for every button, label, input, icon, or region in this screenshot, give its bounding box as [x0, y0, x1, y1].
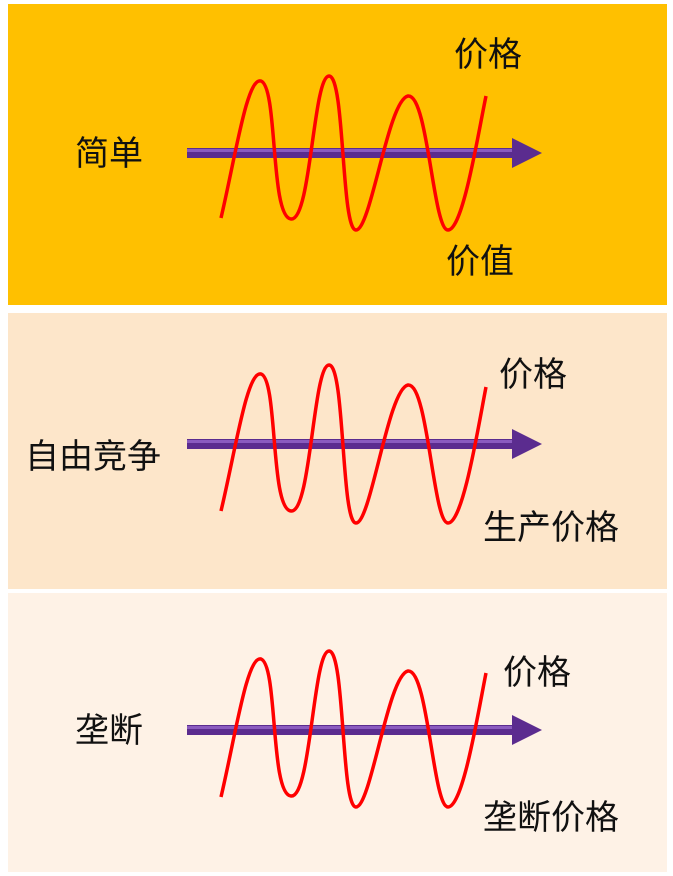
- bottom-label: 垄断价格: [483, 798, 619, 838]
- price-wave: [219, 74, 488, 232]
- price-wave: [219, 363, 488, 525]
- price-wave-diagram: [187, 363, 542, 525]
- price-wave: [219, 649, 488, 809]
- bottom-label: 价值: [446, 242, 514, 282]
- top-label: 价格: [503, 653, 571, 693]
- top-label: 价格: [454, 35, 522, 75]
- left-label: 自由竞争: [25, 437, 161, 477]
- axis-arrow: [187, 138, 542, 168]
- left-label: 简单: [75, 134, 143, 174]
- panel-free-competition: 自由竞争 价格 生产价格: [8, 313, 667, 589]
- price-wave-diagram: [187, 74, 542, 232]
- bottom-label: 生产价格: [483, 508, 619, 548]
- top-label: 价格: [499, 355, 567, 395]
- price-wave-diagram: [187, 649, 542, 809]
- axis-arrow: [187, 715, 542, 745]
- panel-simple: 简单 价格 价值: [8, 4, 667, 305]
- axis-arrow: [187, 429, 542, 459]
- panel-monopoly: 垄断 价格 垄断价格: [8, 593, 667, 872]
- left-label: 垄断: [75, 711, 143, 751]
